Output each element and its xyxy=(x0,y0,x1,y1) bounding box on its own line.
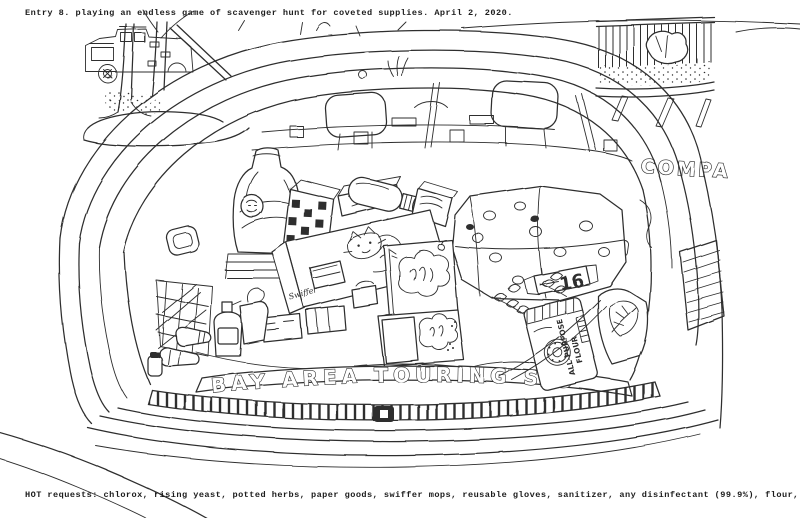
plant-tuft xyxy=(387,55,409,78)
side-wall-handle xyxy=(166,225,200,257)
sanitizer-bottles xyxy=(147,287,269,377)
floral-box-upper xyxy=(383,239,459,319)
front-small-boxes xyxy=(261,280,379,343)
taillight xyxy=(679,239,725,331)
bumper-banner-text: BAY AREA TOURING SID xyxy=(209,362,574,399)
hot-requests-caption: HOT requests: chlorox, rising yeast, pot… xyxy=(25,490,800,500)
flour-medallion xyxy=(544,339,572,367)
background-fence-parking: COMPA xyxy=(461,16,800,184)
bumper xyxy=(87,401,719,468)
tilted-box: Swiffer xyxy=(271,209,449,315)
entry-caption: Entry 8. playing an endless game of scav… xyxy=(25,8,513,18)
headrest-right xyxy=(490,80,560,149)
parking-stall-lines xyxy=(611,95,712,128)
pack-count: 16 xyxy=(557,270,585,295)
branch-scribbles xyxy=(237,19,407,37)
tipped-bottle xyxy=(347,176,423,215)
flower-bushes xyxy=(104,89,163,115)
sill-ribs xyxy=(147,381,661,422)
reusable-bag xyxy=(499,287,649,381)
hatch-aperture xyxy=(122,87,644,253)
detergent-logo xyxy=(240,194,264,218)
hatch-struts xyxy=(424,82,597,153)
parked-truck-icon xyxy=(85,26,194,84)
hatch-corner xyxy=(639,199,653,249)
cargo-load: Swiffer xyxy=(147,147,661,422)
floral-box-lower xyxy=(377,309,465,367)
svg-text:BAY AREA TOURING SID: BAY AREA TOURING SID xyxy=(210,362,579,397)
brick-marks xyxy=(147,41,171,67)
seat-anchors xyxy=(289,115,618,152)
planter-curb xyxy=(83,111,250,147)
center-armrest xyxy=(414,101,449,109)
car-interior xyxy=(251,55,633,162)
roof-outline xyxy=(59,29,704,239)
headrest-left xyxy=(324,92,388,151)
bag-strap xyxy=(499,299,607,381)
paper-towel-pack: 16 xyxy=(451,185,627,301)
flat-box-stack xyxy=(224,249,321,279)
background-trees-and-truck xyxy=(83,9,407,147)
horizon-lines xyxy=(461,19,800,33)
gravel xyxy=(597,60,712,86)
ground-lines xyxy=(0,431,208,518)
car-hatchback xyxy=(58,29,725,429)
